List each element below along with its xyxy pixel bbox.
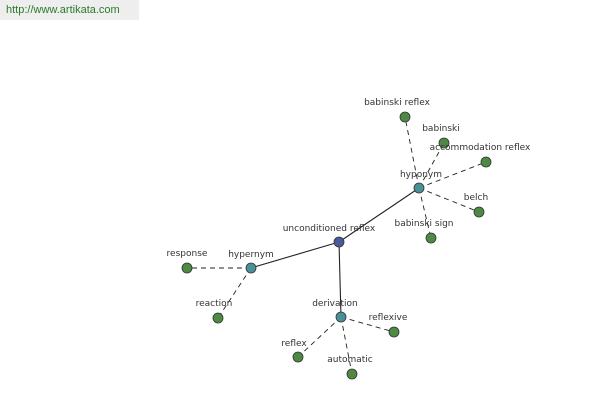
node-label-babinski-reflex[interactable]: babinski reflex (364, 98, 430, 108)
node-label-reflex[interactable]: reflex (281, 339, 307, 349)
node-label-derivation[interactable]: derivation (312, 299, 358, 309)
node-label-center[interactable]: unconditioned reflex (283, 224, 376, 234)
node-label-response[interactable]: response (167, 249, 208, 259)
node-label-reflexive[interactable]: reflexive (369, 313, 408, 323)
edge-hyponym-accommodation-reflex (418, 161, 487, 189)
edge-hyponym-babinski-reflex (404, 116, 420, 189)
site-link[interactable]: http://www.artikata.com (6, 4, 120, 16)
leaf-node-babinski[interactable] (438, 137, 450, 149)
leaf-node-belch[interactable] (473, 206, 485, 218)
leaf-node-accommodation-reflex[interactable] (480, 156, 492, 168)
leaf-node-babinski-reflex[interactable] (399, 111, 411, 123)
leaf-node-automatic[interactable] (346, 368, 358, 380)
hub-node-derivation[interactable] (335, 311, 347, 323)
node-label-belch[interactable]: belch (464, 193, 488, 203)
leaf-node-response[interactable] (181, 262, 193, 274)
leaf-node-reflexive[interactable] (388, 326, 400, 338)
edge-hyponym-belch (418, 187, 480, 213)
graph-edges (187, 116, 487, 375)
node-label-reaction[interactable]: reaction (196, 299, 233, 309)
graph-labels: unconditioned reflex hyponym hypernym deriv… (167, 98, 531, 365)
hub-node-hypernym[interactable] (245, 262, 257, 274)
leaf-node-babinski-sign[interactable] (425, 232, 437, 244)
leaf-node-reaction[interactable] (212, 312, 224, 324)
edge-hyponym-babinski-sign (418, 187, 432, 239)
leaf-node-reflex[interactable] (292, 351, 304, 363)
node-label-automatic[interactable]: automatic (327, 355, 373, 365)
hub-node-hyponym[interactable] (413, 182, 425, 194)
url-bar: http://www.artikata.com (0, 0, 139, 20)
graph-nodes (181, 111, 492, 380)
edge-center-derivation (338, 241, 342, 318)
node-label-babinski-sign[interactable]: babinski sign (394, 219, 453, 229)
edge-center-hyponym (338, 187, 420, 243)
node-label-hypernym[interactable]: hypernym (228, 250, 274, 260)
node-label-hyponym[interactable]: hyponym (400, 170, 442, 180)
edge-derivation-automatic (340, 316, 353, 375)
node-label-accommodation-reflex[interactable]: accommodation reflex (430, 143, 531, 153)
edge-hypernym-reaction (217, 267, 252, 319)
center-node-center[interactable] (333, 236, 345, 248)
edge-center-hypernym (250, 241, 340, 269)
node-label-babinski[interactable]: babinski (422, 124, 460, 134)
edge-derivation-reflexive (340, 316, 395, 333)
edge-derivation-reflex (297, 316, 342, 358)
